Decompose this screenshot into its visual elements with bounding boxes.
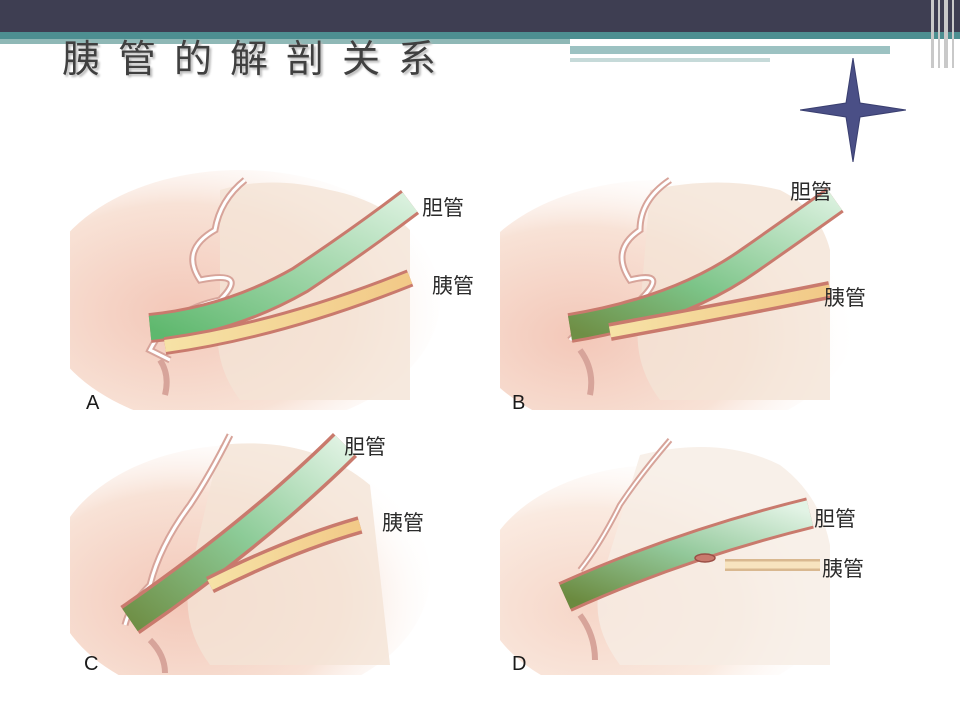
- slide-title: 胰管的解剖关系: [62, 37, 455, 81]
- header-bar: [0, 0, 960, 32]
- pancreatic-duct-label: 胰管: [824, 286, 866, 310]
- panel-letter: D: [512, 653, 527, 675]
- panel-d-illustration: [500, 438, 840, 675]
- right-accent-stripe: [570, 46, 890, 54]
- panel-b-illustration: [500, 177, 860, 410]
- panel-letter: B: [512, 392, 526, 414]
- bile-duct-label: 胆管: [790, 180, 832, 204]
- corner-decoration: [925, 0, 960, 68]
- four-point-star-icon: [800, 58, 906, 162]
- header-sub-stripe: [0, 39, 570, 44]
- panel-c-illustration: [70, 432, 430, 675]
- pancreatic-duct-label: 胰管: [432, 274, 474, 298]
- panel-letter: A: [86, 392, 100, 414]
- panel-a: 胆管 胰管 A: [70, 160, 500, 414]
- header-accent-stripe: [0, 32, 960, 39]
- pancreatic-duct-label: 胰管: [822, 557, 864, 581]
- panel-d: 胆管 胰管 D: [500, 425, 930, 675]
- panel-b: 胆管 胰管 B: [500, 160, 930, 414]
- right-accent-stripe-thin: [570, 58, 770, 62]
- bile-duct-label: 胆管: [422, 196, 464, 220]
- panel-c: 胆管 胰管 C: [70, 425, 500, 675]
- bile-duct-label: 胆管: [344, 435, 386, 459]
- pancreatic-duct-label: 胰管: [382, 511, 424, 535]
- panel-letter: C: [84, 653, 99, 675]
- bile-duct-label: 胆管: [814, 507, 856, 531]
- panel-a-illustration: [70, 170, 440, 410]
